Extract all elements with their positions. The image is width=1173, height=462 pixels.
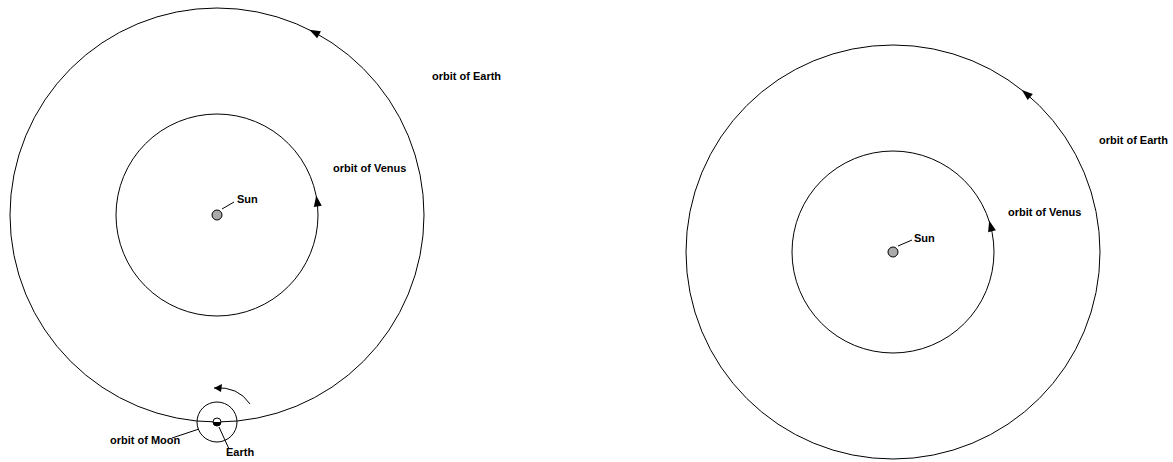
earth-shadow <box>213 422 221 426</box>
sun-label: Sun <box>237 193 258 206</box>
orbit-label: orbit of Moon <box>110 434 180 447</box>
orbit-arrowhead <box>314 195 322 206</box>
earth-orbit <box>10 8 424 422</box>
leader-line <box>219 427 229 449</box>
sun-label: Sun <box>914 232 935 245</box>
orbit-arrowhead <box>1022 90 1033 100</box>
orbit-label: orbit of Earth <box>1099 134 1168 147</box>
sun <box>888 247 898 257</box>
arrowhead <box>214 384 222 392</box>
venus-orbit <box>792 151 994 353</box>
leader-line <box>898 240 912 246</box>
venus-orbit <box>116 114 318 316</box>
orbit-label: orbit of Venus <box>333 162 406 175</box>
orbit-arrowhead <box>988 221 996 233</box>
orbit-label: orbit of Venus <box>1008 206 1081 219</box>
moon-orbit <box>197 402 237 442</box>
leader-line <box>222 202 234 209</box>
orbit-arrowhead <box>309 30 321 39</box>
earth <box>213 418 221 426</box>
earth-orbit <box>686 45 1100 459</box>
earth-label: Earth <box>226 446 254 459</box>
sun <box>212 210 222 220</box>
orbit-label: orbit of Earth <box>432 70 501 83</box>
